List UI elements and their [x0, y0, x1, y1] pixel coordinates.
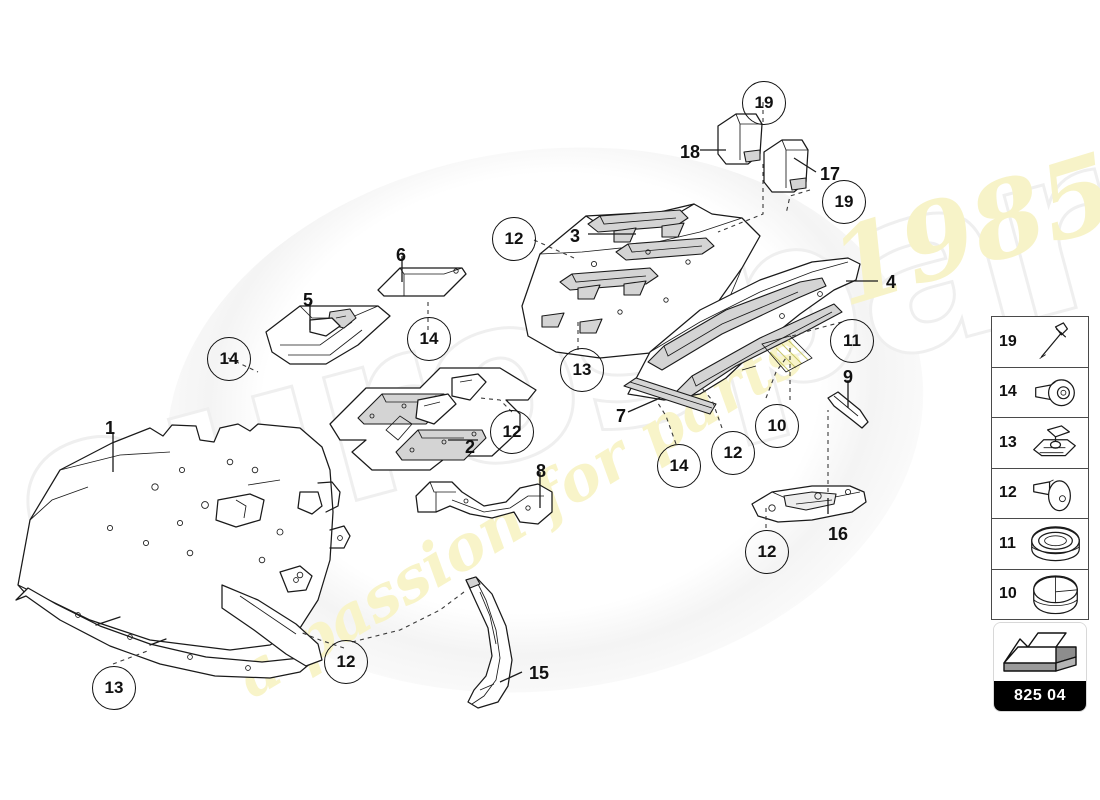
part-8-bent-bracket — [415, 481, 553, 525]
callout-8[interactable]: 8 — [536, 461, 547, 481]
legend-number: 14 — [999, 383, 1017, 401]
part-group-number: 825 04 — [994, 681, 1086, 711]
part-group-badge: 825 04 — [993, 622, 1087, 712]
callout-18[interactable]: 18 — [680, 142, 701, 162]
grommet-ring-icon — [1023, 519, 1088, 569]
part-6-flat-panel — [377, 267, 467, 297]
legend-row-10: 10 — [992, 570, 1088, 620]
legend-number: 12 — [999, 484, 1017, 502]
callout-2[interactable]: 2 — [465, 437, 476, 457]
fastener-legend-table: 19 14 — [991, 316, 1089, 620]
callout-19[interactable]: 19 — [742, 81, 786, 125]
legend-number: 19 — [999, 332, 1017, 350]
part-17-end-cap — [763, 139, 809, 193]
legend-row-12: 12 — [992, 469, 1088, 519]
legend-number: 13 — [999, 433, 1017, 451]
legend-number: 10 — [999, 585, 1017, 603]
callout-12[interactable]: 12 — [745, 530, 789, 574]
legend-number: 11 — [999, 534, 1016, 552]
callout-14[interactable]: 14 — [207, 337, 251, 381]
callout-12[interactable]: 12 — [492, 217, 536, 261]
callout-10[interactable]: 10 — [755, 404, 799, 448]
legend-row-14: 14 — [992, 368, 1088, 418]
rivet-pin-icon — [1023, 317, 1088, 367]
callout-9[interactable]: 9 — [843, 367, 854, 387]
callout-7[interactable]: 7 — [616, 406, 627, 426]
spring-clip-nut-icon — [1023, 418, 1088, 468]
callout-13[interactable]: 13 — [92, 666, 136, 710]
part-5-sill-cover — [265, 305, 391, 365]
screw-rivet-icon — [1023, 469, 1088, 519]
callout-1[interactable]: 1 — [105, 418, 116, 438]
push-rivet-icon — [1023, 368, 1088, 418]
callout-14[interactable]: 14 — [657, 444, 701, 488]
part-15-curved-rocker-trim — [465, 576, 513, 709]
legend-row-11: 11 — [992, 519, 1088, 570]
floor-panel-icon — [994, 623, 1086, 681]
callout-5[interactable]: 5 — [303, 290, 314, 310]
callout-19[interactable]: 19 — [822, 180, 866, 224]
callout-12[interactable]: 12 — [490, 410, 534, 454]
callout-14[interactable]: 14 — [407, 317, 451, 361]
part-1-main-undertray — [15, 423, 351, 679]
callout-12[interactable]: 12 — [711, 431, 755, 475]
part-16-lower-deflector — [751, 485, 867, 523]
callout-4[interactable]: 4 — [886, 272, 897, 292]
plug-bung-icon — [1023, 570, 1088, 620]
callout-12[interactable]: 12 — [324, 640, 368, 684]
callout-16[interactable]: 16 — [828, 524, 849, 544]
callout-6[interactable]: 6 — [396, 245, 407, 265]
callout-15[interactable]: 15 — [529, 663, 550, 683]
legend-row-13: 13 — [992, 418, 1088, 469]
callout-11[interactable]: 11 — [830, 319, 874, 363]
callout-3[interactable]: 3 — [570, 226, 581, 246]
legend-row-19: 19 — [992, 317, 1088, 368]
callout-13[interactable]: 13 — [560, 348, 604, 392]
